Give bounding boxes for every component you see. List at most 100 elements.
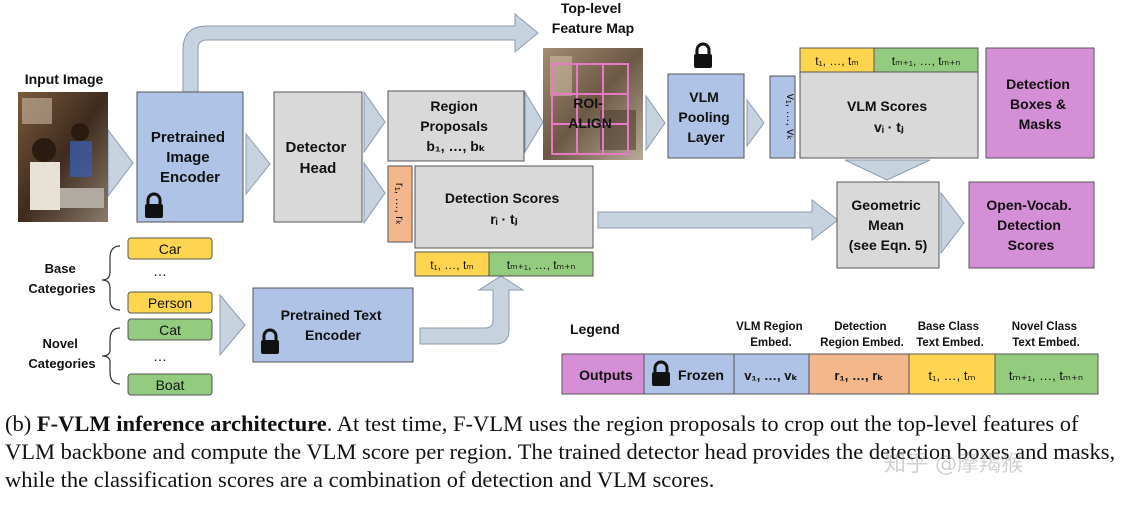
vlm-embed-text: v₁, …, vₖ — [784, 94, 798, 141]
geometric-mean-line-3: (see Eqn. 5) — [849, 237, 928, 253]
region-proposals-line-1: Region — [430, 98, 477, 114]
encoder-line-1: Pretrained — [151, 129, 225, 146]
vlm-scores-box: VLM Scores vᵢ · tⱼ — [799, 71, 979, 159]
arrow-encoder-to-feature-map — [182, 12, 539, 93]
svg-text:Pretrained Image E: Pretrained Image Encoder — [151, 129, 229, 186]
svg-text:Detection Scores rᵢ · tⱼ: Detection Scores rᵢ · tⱼ — [445, 190, 563, 227]
arrow-pooling-to-embed — [746, 98, 765, 148]
arrow-roi-to-pooling — [645, 94, 666, 152]
region-proposals-math: b₁, …, bₖ — [426, 138, 485, 154]
feature-map: ROI- ALIGN — [543, 48, 643, 160]
roi-align-line-1: ROI- — [573, 95, 603, 111]
open-vocab-line-2: Detection — [997, 217, 1061, 233]
arrow-mean-to-openvocab — [940, 191, 965, 255]
geometric-mean-box: Geometric Mean (see Eqn. 5) — [836, 181, 940, 269]
arrow-vlm-scores-to-mean — [844, 159, 931, 181]
encoder-line-2: Image — [166, 149, 209, 166]
vlm-scores-title: VLM Scores — [847, 98, 927, 114]
legend-header-vlm: VLM Region Embed. — [736, 321, 806, 349]
category-braces — [101, 245, 121, 385]
lock-icon — [145, 192, 163, 218]
legend-outputs: Outputs — [579, 367, 633, 383]
category-person: Person — [148, 295, 192, 311]
svg-text:Geometric Mean (se: Geometric Mean (see Eqn. 5) — [849, 197, 928, 253]
vlm-pooling-line-1: VLM — [689, 89, 719, 105]
vlm-pooling-line-2: Pooling — [678, 109, 729, 125]
legend-novel-embed: tₘ₊₁, …, tₘ₊ₙ — [1009, 368, 1083, 383]
caption-body: . At test time, F-VLM uses the region pr… — [5, 411, 1116, 492]
det-embed-novel-text: tₘ₊₁, …, tₘ₊ₙ — [507, 258, 576, 272]
roi-grid — [551, 63, 629, 155]
svg-text:Open-Vocab. Detection: Open-Vocab. Detection Scores — [986, 197, 1075, 253]
legend-header-novel: Novel Class Text Embed. — [1012, 321, 1080, 349]
arrow-text-encoder-to-embed — [419, 275, 525, 345]
legend-header-base: Base Class Text Embed. — [916, 321, 984, 349]
geometric-mean-line-2: Mean — [868, 217, 904, 233]
vlm-embed-novel-text: tₘ₊₁, …, tₘ₊ₙ — [892, 54, 961, 68]
category-cat: Cat — [159, 322, 181, 338]
legend-vlm-embed: v₁, …, vₖ — [744, 368, 798, 383]
detection-boxes-line-3: Masks — [1019, 116, 1062, 132]
arrow-categories-to-text-encoder — [219, 293, 246, 357]
svg-text:Detection Boxes &: Detection Boxes & Masks — [1006, 76, 1074, 132]
detection-scores-math: rᵢ · tⱼ — [490, 211, 518, 227]
text-encoder-line-1: Pretrained Text — [281, 307, 382, 323]
base-categories-label: Base Categories — [28, 261, 95, 296]
arrow-input-to-encoder — [107, 128, 134, 198]
category-ellipsis-novel: … — [153, 348, 167, 364]
category-ellipsis-base: … — [153, 263, 167, 279]
detection-boxes-line-1: Detection — [1006, 76, 1070, 92]
arrow-head-to-scores — [363, 161, 386, 225]
input-image — [18, 92, 108, 222]
legend: Legend VLM Region Embed. Detection Regio… — [561, 321, 1099, 395]
lock-icon — [652, 360, 670, 386]
vlm-embed-base-text: t₁, …, tₘ — [815, 54, 859, 68]
category-car: Car — [159, 241, 182, 257]
open-vocab-line-1: Open-Vocab. — [986, 197, 1071, 213]
detection-scores-box: Detection Scores rᵢ · tⱼ — [414, 165, 594, 249]
svg-text:Pretrained Text Encoder: Pretrained Text Encoder — [281, 307, 386, 343]
roi-align-line-2: ALIGN — [568, 115, 612, 131]
detection-scores-title: Detection Scores — [445, 190, 560, 206]
detector-head-box: Detector Head — [273, 91, 363, 223]
lock-icon — [694, 42, 712, 68]
region-embed-text: r₁, …, rₖ — [393, 183, 407, 226]
detector-head-line-2: Head — [300, 160, 337, 177]
vlm-pooling-box: VLM Pooling Layer — [667, 73, 745, 159]
base-category-chips: Car … Person — [127, 237, 213, 314]
caption-title: F-VLM inference architecture — [36, 411, 327, 436]
arrow-det-scores-to-mean — [597, 198, 839, 242]
open-vocab-box: Open-Vocab. Detection Scores — [968, 181, 1095, 269]
novel-categories-label: Novel Categories — [28, 336, 95, 371]
novel-category-chips: Cat … Boat — [127, 318, 213, 396]
watermark: 知乎 @摩羯猴 — [884, 452, 1023, 477]
detection-region-embed: r₁, …, rₖ — [387, 165, 413, 243]
det-text-embed: t₁, …, tₘ tₘ₊₁, …, tₘ₊ₙ — [414, 251, 594, 277]
legend-base-embed: t₁, …, tₘ — [928, 368, 975, 383]
svg-text:Region Proposals b: Region Proposals b₁, …, bₖ — [420, 98, 492, 154]
detection-boxes-box: Detection Boxes & Masks — [985, 47, 1095, 159]
text-encoder-line-2: Encoder — [305, 327, 362, 343]
svg-text:Detector Head: Detector Head — [285, 139, 350, 177]
input-image-label: Input Image — [25, 71, 104, 87]
caption-prefix: (b) — [5, 411, 37, 436]
svg-text:VLM Scores vᵢ · tⱼ: VLM Scores vᵢ · tⱼ — [847, 98, 931, 135]
category-boat: Boat — [156, 377, 185, 393]
figure-caption: (b) F-VLM inference architecture. At tes… — [5, 410, 1117, 494]
region-proposals-line-2: Proposals — [420, 118, 488, 134]
vlm-pooling-line-3: Layer — [687, 129, 725, 145]
region-proposals-box: Region Proposals b₁, …, bₖ — [387, 90, 525, 162]
open-vocab-line-3: Scores — [1008, 237, 1055, 253]
legend-header-detection: Detection Region Embed. — [820, 321, 904, 349]
feature-map-label: Top-level Feature Map — [552, 0, 634, 36]
vlm-scores-math: vᵢ · tⱼ — [874, 119, 904, 135]
arrow-encoder-to-head — [245, 132, 271, 196]
geometric-mean-line-1: Geometric — [851, 197, 920, 213]
arrow-head-to-proposals — [363, 90, 386, 154]
legend-region-embed: r₁, …, rₖ — [834, 368, 883, 383]
detector-head-line-1: Detector — [285, 139, 346, 156]
legend-frozen: Frozen — [678, 367, 724, 383]
arrow-proposals-to-roi — [524, 90, 544, 154]
text-encoder-box: Pretrained Text Encoder — [252, 287, 414, 363]
encoder-line-3: Encoder — [160, 169, 220, 186]
